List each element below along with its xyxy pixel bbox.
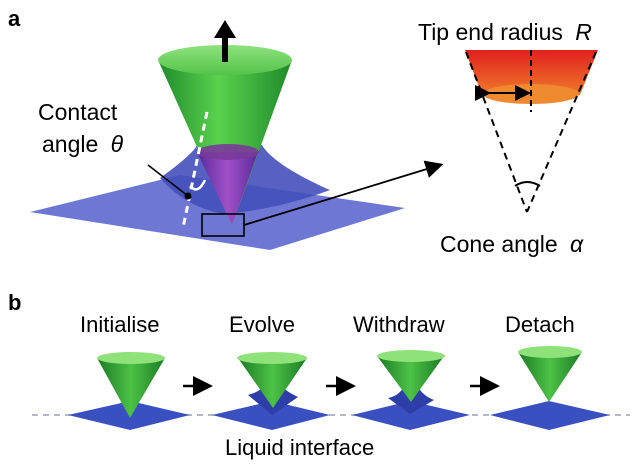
panel-b-letter: b (8, 290, 21, 315)
contact-pointer (147, 164, 189, 197)
liquid-patch (212, 401, 330, 430)
step-label-evolve: Evolve (229, 312, 295, 337)
small-cone (518, 352, 582, 402)
tip-label-text: Tip end radius (418, 19, 563, 45)
contact-symbol: θ (111, 131, 124, 157)
step-illustration-evolve (212, 352, 330, 430)
step-label-initialise: Initialise (80, 312, 159, 337)
contact-label-line2: angle θ (42, 131, 124, 157)
probe-cone (158, 60, 292, 225)
small-cone-top (518, 346, 582, 358)
wetted-tip (197, 152, 258, 225)
contact-dashed-line (181, 111, 209, 229)
small-cone (377, 356, 444, 402)
cone-label: Cone angle α (440, 231, 584, 257)
tip-label: Tip end radius R (418, 19, 592, 45)
step-illustration-detach (490, 346, 610, 430)
liquid-patch (490, 401, 610, 430)
step-illustration-withdraw (352, 350, 470, 430)
contact-angle-arc (189, 179, 207, 191)
contact-label-line1: Contact (38, 99, 118, 125)
zoom-arrow (243, 160, 444, 226)
cone-symbol: α (570, 231, 584, 257)
liquid-patch (352, 401, 470, 430)
panel-a-letter: a (8, 6, 21, 31)
withdraw-arrow-head (214, 20, 236, 38)
tip-zoom-illustration (465, 50, 598, 213)
panel-a-illustration (30, 20, 444, 250)
step-label-detach: Detach (505, 312, 575, 337)
contact-label-word: angle (42, 131, 98, 157)
cone-edge-left (465, 51, 528, 213)
contact-line (197, 144, 259, 160)
contact-pointer-dot (184, 192, 192, 200)
small-cone-top (237, 352, 307, 364)
cone-label-text: Cone angle (440, 231, 558, 257)
step-illustration-initialise (68, 352, 190, 430)
small-cone (238, 358, 307, 408)
interface-label: Liquid interface (225, 435, 374, 460)
small-cone-top (97, 352, 165, 364)
cone-angle-arc (514, 181, 541, 187)
step-label-withdraw: Withdraw (353, 312, 445, 337)
small-cone (97, 358, 165, 418)
small-cone-top (377, 350, 445, 362)
tip-symbol: R (575, 19, 592, 45)
